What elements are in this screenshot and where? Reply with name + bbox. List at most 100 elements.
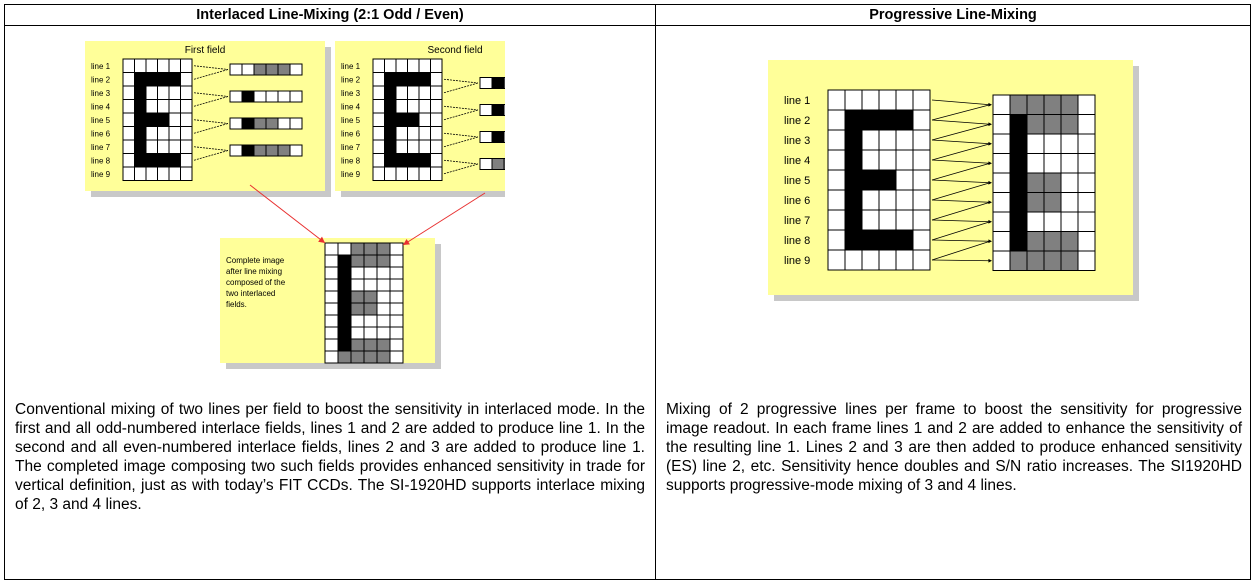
source-grid-cell [384, 85, 397, 100]
complete-grid-cell [363, 242, 378, 256]
complete-grid-cell [350, 278, 365, 292]
source-grid-cell [430, 139, 443, 154]
source-grid-cell [912, 109, 931, 131]
source-grid-cell [861, 229, 880, 251]
source-grid-cell [407, 139, 420, 154]
line-label: line 9 [91, 170, 111, 179]
progressive-description: Mixing of 2 progressive lines per frame … [666, 401, 1242, 494]
source-grid-cell [180, 99, 193, 114]
mixed-grid-cell [1009, 153, 1028, 174]
source-grid-cell [395, 139, 408, 154]
source-grid-cell [145, 153, 158, 168]
source-grid-cell [912, 209, 931, 231]
complete-grid-cell [376, 278, 391, 292]
mixed-grid-cell [1026, 250, 1045, 271]
source-grid-cell [180, 112, 193, 127]
mixed-grid-cell [1009, 231, 1028, 252]
connector [931, 139, 991, 145]
complete-grid-cell [363, 278, 378, 292]
complete-grid-cell [324, 266, 339, 280]
connector [931, 123, 991, 141]
mixed-grid-cell [1026, 192, 1045, 213]
complete-caption-line: Complete image [226, 256, 285, 265]
figure-table: Interlaced Line-Mixing (2:1 Odd / Even) … [4, 4, 1251, 580]
source-grid-cell [384, 126, 397, 141]
connector [443, 78, 479, 84]
mixed-grid-cell [1043, 192, 1062, 213]
mixed-row-cell [253, 117, 267, 130]
source-grid-cell [384, 112, 397, 127]
source-grid-cell [372, 112, 385, 127]
complete-grid-cell [324, 254, 339, 268]
source-grid-cell [395, 112, 408, 127]
source-grid-cell [168, 85, 181, 100]
source-grid-cell [395, 99, 408, 114]
mixed-row-cell [491, 131, 505, 143]
complete-grid-cell [389, 350, 404, 364]
mixed-grid-cell [1043, 153, 1062, 174]
connector [931, 259, 991, 262]
connector [931, 119, 991, 125]
source-grid-cell [844, 249, 863, 271]
mixed-grid-cell [992, 231, 1011, 252]
source-grid-cell [407, 112, 420, 127]
complete-grid-cell [324, 278, 339, 292]
source-grid-cell [168, 166, 181, 181]
mixed-grid-cell [1077, 94, 1096, 115]
mixed-grid-cell [1043, 231, 1062, 252]
source-grid-cell [372, 72, 385, 87]
source-grid-cell [878, 109, 897, 131]
complete-grid-cell [337, 242, 352, 256]
source-grid-cell [861, 249, 880, 271]
source-grid-cell [372, 126, 385, 141]
mixed-row-cell [289, 144, 303, 157]
mixed-row-cell [503, 104, 505, 116]
mixed-grid-cell [1060, 211, 1079, 232]
mixed-row-cell [241, 90, 255, 103]
complete-grid-cell [324, 242, 339, 256]
complete-grid-cell [389, 278, 404, 292]
source-grid-cell [844, 189, 863, 211]
complete-grid-cell [389, 266, 404, 280]
mixed-grid-cell [1009, 114, 1028, 135]
source-grid-cell [145, 85, 158, 100]
source-grid-cell [407, 72, 420, 87]
source-grid-cell [418, 72, 431, 87]
mixed-grid-cell [992, 211, 1011, 232]
line-label: line 2 [341, 76, 361, 85]
source-grid-cell [384, 58, 397, 73]
red-arrow-line [249, 184, 326, 244]
complete-caption-line: fields. [226, 300, 247, 309]
source-grid-cell [912, 169, 931, 191]
complete-grid-cell [337, 278, 352, 292]
source-grid-cell [180, 166, 193, 181]
source-grid-cell [895, 229, 914, 251]
connector [931, 219, 991, 223]
source-grid-cell [157, 166, 170, 181]
connector [931, 182, 991, 201]
line-label: line 9 [784, 255, 810, 267]
complete-caption-line: composed of the [226, 278, 286, 287]
complete-grid-cell [389, 254, 404, 268]
complete-grid-cell [376, 338, 391, 352]
source-grid-cell [861, 169, 880, 191]
interlaced-description: Conventional mixing of two lines per fie… [15, 401, 645, 513]
complete-grid-cell [363, 302, 378, 316]
source-grid-cell [912, 149, 931, 171]
mixed-grid-cell [992, 133, 1011, 154]
complete-grid-cell [337, 254, 352, 268]
source-grid-cell [122, 126, 135, 141]
complete-grid-cell [337, 350, 352, 364]
mixed-row-cell [229, 90, 243, 103]
source-grid-cell [861, 209, 880, 231]
complete-grid-cell [376, 326, 391, 340]
line-label: line 8 [91, 157, 111, 166]
source-grid-cell [895, 89, 914, 111]
mixed-row-cell [253, 144, 267, 157]
connector-arrowhead [988, 102, 992, 107]
connector [931, 104, 991, 121]
connector-arrowhead [988, 180, 992, 185]
source-grid-cell [827, 249, 846, 271]
source-grid-cell [418, 126, 431, 141]
